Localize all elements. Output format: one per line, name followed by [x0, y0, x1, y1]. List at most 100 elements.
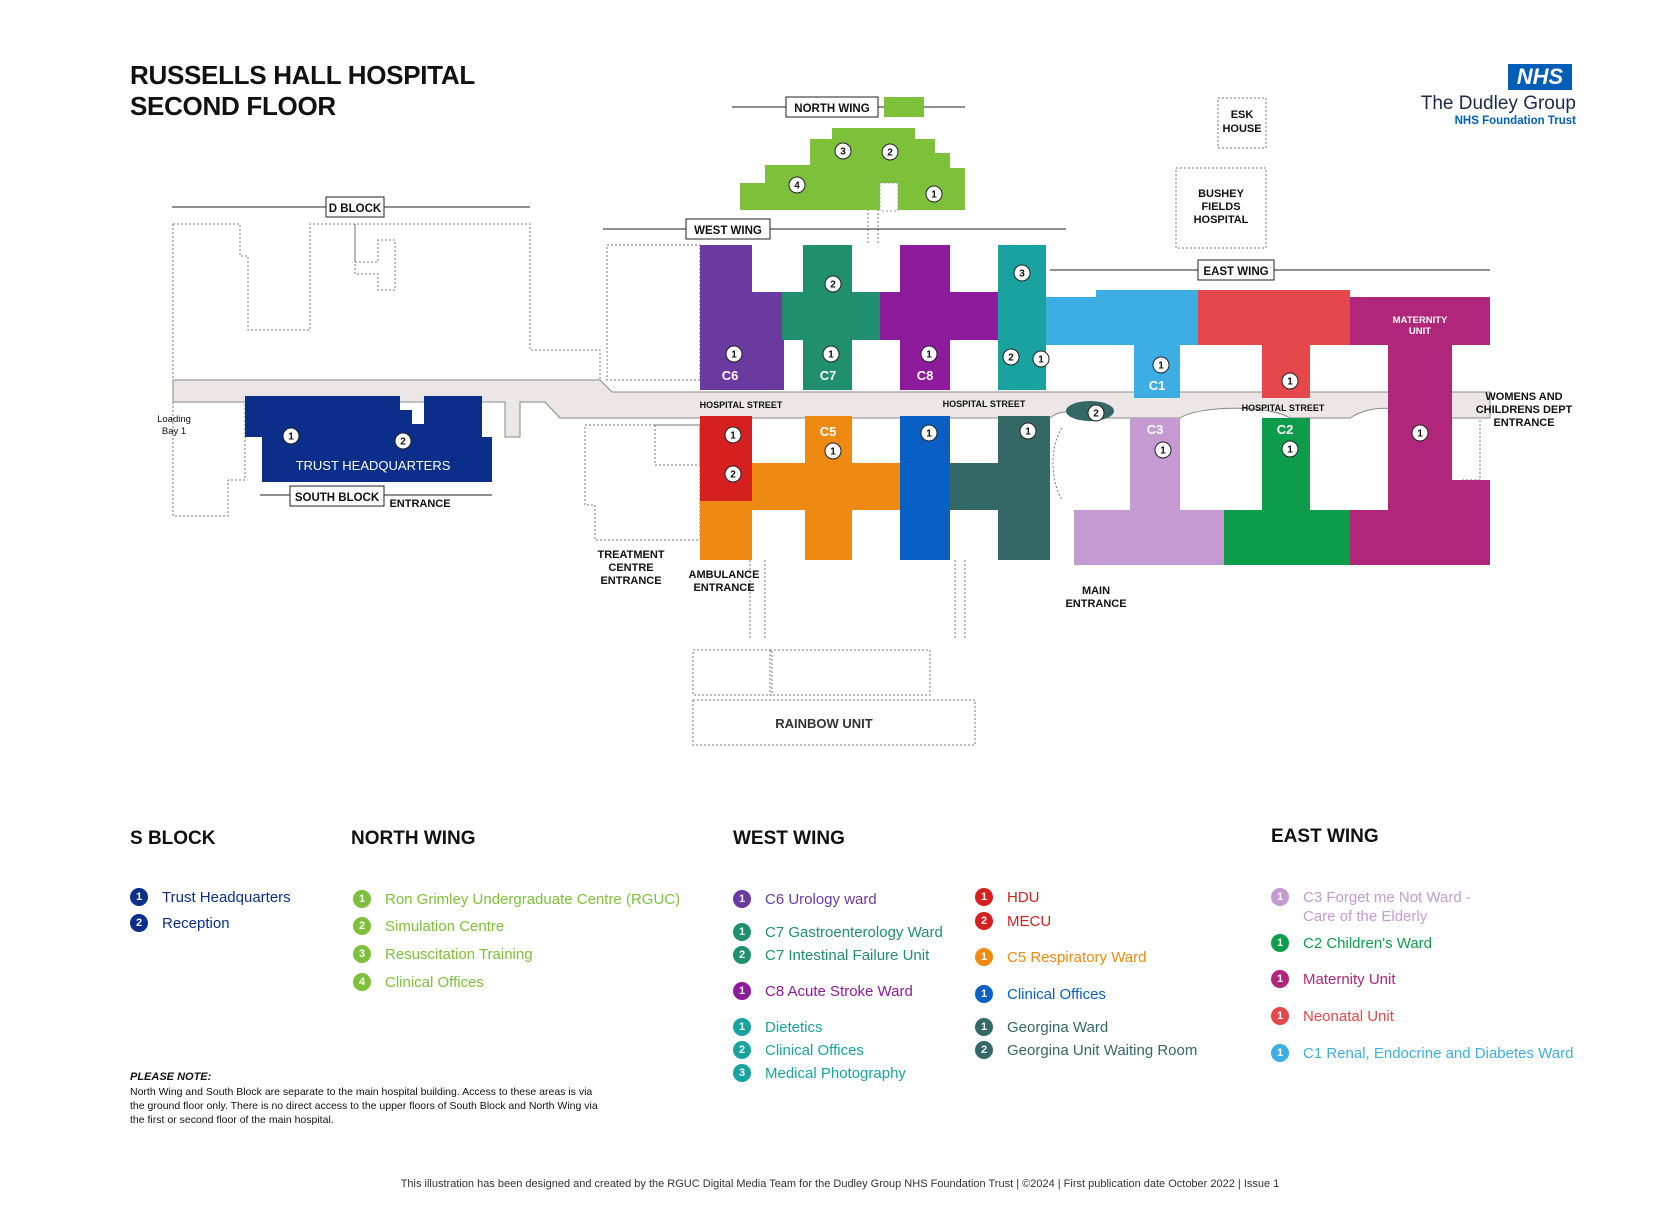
map-marker-number: 1: [1417, 429, 1423, 440]
west-wing-buildings: [700, 245, 1050, 560]
legend-number-badge: 1: [1271, 1007, 1289, 1025]
title-line-2: SECOND FLOOR: [130, 91, 336, 121]
label-c7: C7: [820, 368, 837, 383]
legend-item-neonatal: 1 Neonatal Unit: [1271, 1007, 1394, 1026]
legend-number-badge: 1: [1271, 970, 1289, 988]
legend-label: HDU: [1007, 889, 1040, 906]
nhs-logo: NHS: [1508, 64, 1572, 90]
legend-label: Neonatal Unit: [1303, 1008, 1394, 1025]
legend-number-badge: 1: [975, 948, 993, 966]
legend-label: Clinical Offices: [385, 974, 484, 991]
legend-label: Maternity Unit: [1303, 971, 1396, 988]
map-marker-number: 1: [926, 429, 932, 440]
title-line-1: RUSSELLS HALL HOSPITAL: [130, 60, 475, 90]
label-north-wing: NORTH WING: [794, 103, 869, 115]
label-east-wing: EAST WING: [1203, 266, 1268, 278]
map-marker: [824, 442, 842, 460]
legend-number-badge: 1: [733, 923, 751, 941]
map-marker: [725, 345, 743, 363]
map-marker: [925, 185, 943, 203]
legend-number-badge: 1: [733, 982, 751, 1000]
label-hospital-street-3: HOSPITAL STREET: [1242, 403, 1325, 413]
legend-label: C7 Gastroenterology Ward: [765, 924, 943, 941]
map-marker-number: 2: [730, 470, 736, 481]
legend-number-badge: 1: [975, 1018, 993, 1036]
legend-heading-s-block: S BLOCK: [130, 828, 216, 849]
label-c6: C6: [722, 368, 739, 383]
label-ambulance-2: ENTRANCE: [693, 582, 754, 594]
label-c8: C8: [917, 368, 934, 383]
legend-number-badge: 1: [1271, 1044, 1289, 1062]
map-marker-number: 1: [1025, 427, 1031, 438]
map-marker-number: 1: [1287, 445, 1293, 456]
label-loading-1: Loading: [157, 414, 191, 425]
map-marker-number: 2: [1008, 353, 1014, 364]
legend-label: Medical Photography: [765, 1065, 906, 1082]
map-marker: [788, 176, 806, 194]
map-marker: [920, 424, 938, 442]
label-hospital-street-1: HOSPITAL STREET: [700, 400, 783, 410]
legend-label: Dietetics: [765, 1019, 823, 1036]
note-body: North Wing and South Block are separate …: [130, 1086, 598, 1126]
legend-number-badge: 2: [975, 912, 993, 930]
label-c2: C2: [1277, 422, 1294, 437]
legend-label: C7 Intestinal Failure Unit: [765, 947, 930, 964]
floor-map: NORTH WING D BLOCK WEST WING EAST WING S…: [157, 96, 1573, 746]
legend-label: C6 Urology ward: [765, 891, 877, 908]
map-marker-number: 1: [926, 350, 932, 361]
page-title: RUSSELLS HALL HOSPITAL SECOND FLOOR: [130, 60, 475, 122]
map-marker: [724, 426, 742, 444]
label-trust-hq: TRUST HEADQUARTERS: [296, 458, 451, 473]
map-marker-number: 1: [288, 432, 294, 443]
label-bushey-3: HOSPITAL: [1194, 214, 1249, 226]
label-maternity-2: UNIT: [1409, 326, 1431, 337]
footer-credit: This illustration has been designed and …: [400, 1178, 1280, 1190]
map-marker: [1032, 350, 1050, 368]
legend-label: Georgina Unit Waiting Room: [1007, 1042, 1198, 1059]
map-marker: [1013, 264, 1031, 282]
legend-item-c8-east: 1 Dietetics: [733, 1018, 823, 1037]
label-entrance: ENTRANCE: [389, 498, 450, 510]
map-marker-number: 1: [731, 350, 737, 361]
label-ambulance-1: AMBULANCE: [689, 569, 760, 581]
map-marker: [1002, 348, 1020, 366]
label-bushey-1: BUSHEY: [1198, 188, 1245, 200]
map-marker-number: 2: [830, 280, 836, 291]
label-c5: C5: [820, 424, 837, 439]
legend-heading-north-wing: NORTH WING: [351, 828, 476, 849]
map-marker: [1281, 440, 1299, 458]
map-marker: [824, 275, 842, 293]
legend-label: Ron Grimley Undergraduate Centre (RGUC): [385, 891, 681, 908]
map-marker: [1087, 404, 1105, 422]
legend-number-badge: 1: [1271, 888, 1289, 906]
org-subtitle: NHS Foundation Trust: [1454, 115, 1576, 127]
map-marker: [394, 432, 412, 450]
map-marker-number: 1: [828, 350, 834, 361]
map-marker-number: 3: [1019, 269, 1025, 280]
map-marker-number: 3: [840, 147, 846, 158]
map-marker: [1281, 372, 1299, 390]
map-marker: [920, 345, 938, 363]
label-maternity-1: MATERNITY: [1393, 315, 1448, 326]
map-marker-number: 1: [1160, 446, 1166, 457]
east-wing-buildings: [1046, 290, 1490, 565]
trust-hq-building: [245, 396, 492, 482]
note-heading: PLEASE NOTE:: [130, 1071, 212, 1083]
map-marker-number: 4: [794, 181, 800, 192]
map-marker: [834, 142, 852, 160]
label-main-entrance-1: MAIN: [1082, 585, 1110, 597]
label-hospital-street-2: HOSPITAL STREET: [943, 399, 1026, 409]
legend-number-badge: 1: [733, 1018, 751, 1036]
legend-label: Simulation Centre: [385, 918, 505, 935]
